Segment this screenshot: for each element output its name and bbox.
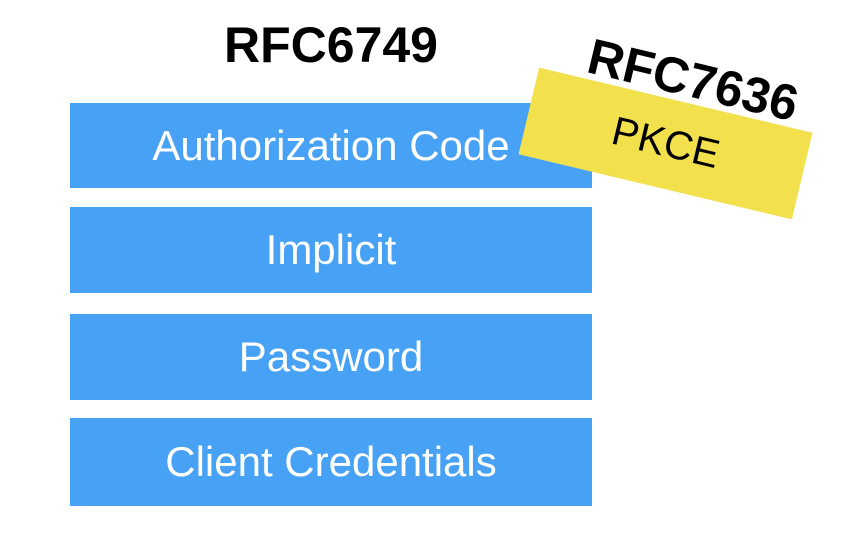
flow-label-implicit: Implicit — [265, 226, 397, 273]
pkce-label: PKCE — [607, 108, 724, 178]
flow-bar-implicit: Implicit — [70, 207, 592, 293]
flow-bar-password: Password — [70, 314, 592, 400]
flow-bar-client-credentials: Client Credentials — [70, 418, 592, 506]
rfc6749-title: RFC6749 — [224, 17, 438, 73]
flow-label-password: Password — [238, 333, 424, 380]
flow-label-client-credentials: Client Credentials — [165, 438, 497, 485]
flow-label-authorization-code: Authorization Code — [152, 121, 510, 169]
flow-bar-authorization-code: Authorization Code — [70, 103, 592, 188]
